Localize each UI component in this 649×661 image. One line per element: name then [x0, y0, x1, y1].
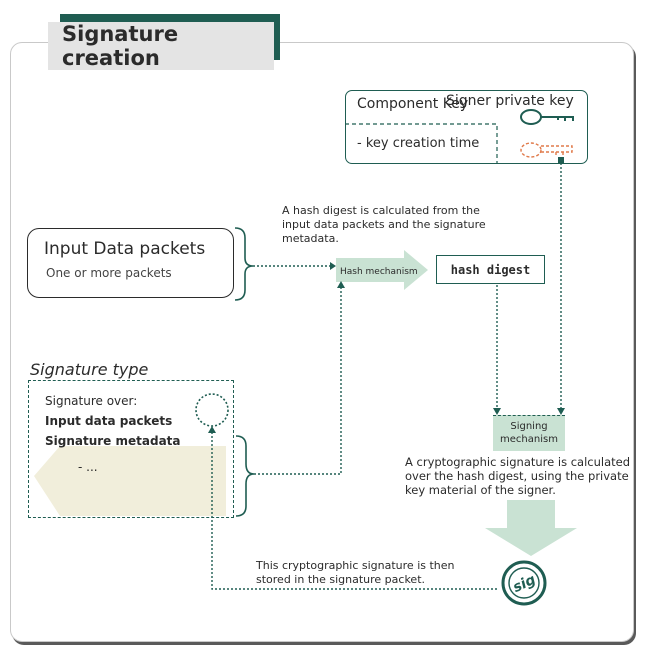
input-bracket: [234, 227, 254, 301]
signature-bracket: [235, 435, 255, 517]
signing-note-line: A cryptographic signature is calculated: [405, 455, 631, 469]
store-note: This cryptographic signature is then sto…: [256, 559, 455, 587]
signing-line: Signing: [510, 421, 548, 432]
signing-mechanism-box: Signing mechanism: [493, 415, 565, 451]
arrowhead: [330, 262, 336, 270]
key-icon: [520, 109, 574, 125]
signing-note: A cryptographic signature is calculated …: [405, 455, 630, 497]
signature-item-input-data: Input data packets: [45, 414, 173, 428]
arrowhead: [493, 408, 501, 415]
signer-key-label: Signer private key: [446, 93, 574, 109]
hash-note-line: metadata.: [282, 232, 339, 245]
sig-badge-return-line: [211, 432, 497, 590]
signing-line: mechanism: [500, 434, 558, 445]
key-box-divider: [345, 123, 498, 164]
signature-item-more: - ...: [78, 460, 98, 474]
signer-key-box: [345, 90, 588, 164]
input-data-subtitle: One or more packets: [46, 266, 172, 280]
hash-digest-box: hash digest: [436, 255, 545, 284]
key-creation-time-label: - key creation time: [357, 136, 480, 151]
key-connector: [558, 157, 564, 163]
hash-note-line: A hash digest is calculated from the: [282, 204, 480, 217]
arrowhead: [557, 408, 565, 415]
store-note-line: stored in the signature packet.: [256, 573, 426, 586]
arrowhead: [337, 281, 345, 288]
store-note-line: This cryptographic signature is then: [256, 559, 455, 572]
hash-note-line: input data packets and the signature: [282, 218, 486, 231]
page-title: Signature creation: [48, 22, 274, 70]
signing-output-arrow: [485, 500, 577, 556]
signing-note-line: key material of the signer.: [405, 483, 556, 497]
sig-to-hash-line: [254, 288, 342, 475]
input-data-title: Input Data packets: [44, 239, 206, 259]
hash-note: A hash digest is calculated from the inp…: [282, 204, 486, 246]
signature-item-metadata: Signature metadata: [45, 434, 181, 448]
signature-type-arrow: [34, 446, 226, 516]
signature-type-label: Signature type: [30, 360, 149, 379]
signature-type-box: [28, 380, 234, 518]
signing-note-line: over the hash digest, using the private: [405, 469, 629, 483]
arrowhead: [208, 426, 216, 433]
hash-mechanism-label: Hash mechanism: [340, 267, 418, 277]
dashed-key-icon: [520, 142, 573, 158]
component-key-label: Component Key: [357, 96, 469, 112]
hash-mechanism-arrow: [336, 250, 428, 290]
signature-over-label: Signature over:: [45, 394, 138, 408]
input-data-box: [27, 228, 234, 298]
